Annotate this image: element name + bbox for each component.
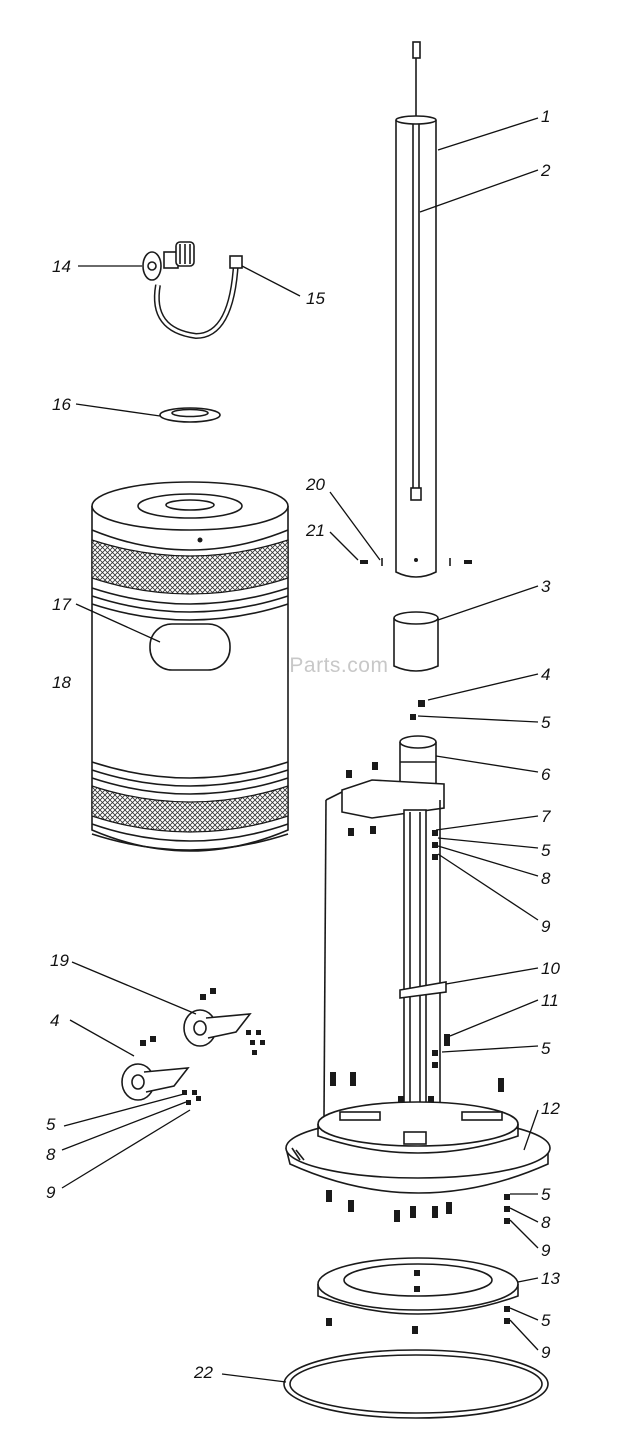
callout-18: 18 xyxy=(52,673,71,692)
callout-11: 11 xyxy=(541,991,559,1010)
callout-5: 5 xyxy=(46,1115,56,1134)
leader-lines xyxy=(61,117,539,1383)
callout-5: 5 xyxy=(541,1039,551,1058)
regulator-hose xyxy=(142,241,243,340)
callout-4: 4 xyxy=(50,1011,59,1030)
callout-labels: 1 2 3 4 5 6 7 5 8 9 10 11 5 12 5 8 9 13 … xyxy=(46,107,560,1382)
callout-9: 9 xyxy=(46,1183,56,1202)
callout-9: 9 xyxy=(541,917,551,936)
callout-2: 2 xyxy=(540,161,551,180)
callout-12: 12 xyxy=(541,1099,560,1118)
callout-4: 4 xyxy=(541,665,550,684)
tank-cover xyxy=(91,481,289,852)
grommet-ring xyxy=(159,407,221,423)
callout-19: 19 xyxy=(50,951,69,970)
wheels xyxy=(121,988,265,1105)
callout-1: 1 xyxy=(541,107,550,126)
frame-assembly xyxy=(323,762,504,1137)
base-ring xyxy=(317,1257,519,1334)
callout-10: 10 xyxy=(541,959,560,978)
callout-6: 6 xyxy=(541,765,551,784)
callout-15: 15 xyxy=(306,289,325,308)
callout-7: 7 xyxy=(541,807,551,826)
callout-5: 5 xyxy=(541,1311,551,1330)
seal-ring xyxy=(283,1349,549,1419)
callout-20: 20 xyxy=(305,475,325,494)
callout-3: 3 xyxy=(541,577,551,596)
callout-13: 13 xyxy=(541,1269,560,1288)
callout-17: 17 xyxy=(52,595,71,614)
callout-21: 21 xyxy=(305,521,325,540)
callout-8: 8 xyxy=(46,1145,56,1164)
callout-16: 16 xyxy=(52,395,71,414)
callout-8: 8 xyxy=(541,869,551,888)
callout-5: 5 xyxy=(541,713,551,732)
callout-5: 5 xyxy=(541,841,551,860)
coupling-sleeve xyxy=(393,611,439,672)
base-pan xyxy=(285,1101,551,1224)
callout-5: 5 xyxy=(541,1185,551,1204)
callout-9: 9 xyxy=(541,1241,551,1260)
callout-9: 9 xyxy=(541,1343,551,1362)
post-tube xyxy=(360,41,472,578)
callout-22: 22 xyxy=(193,1363,213,1382)
callout-8: 8 xyxy=(541,1213,551,1232)
callout-14: 14 xyxy=(52,257,71,276)
